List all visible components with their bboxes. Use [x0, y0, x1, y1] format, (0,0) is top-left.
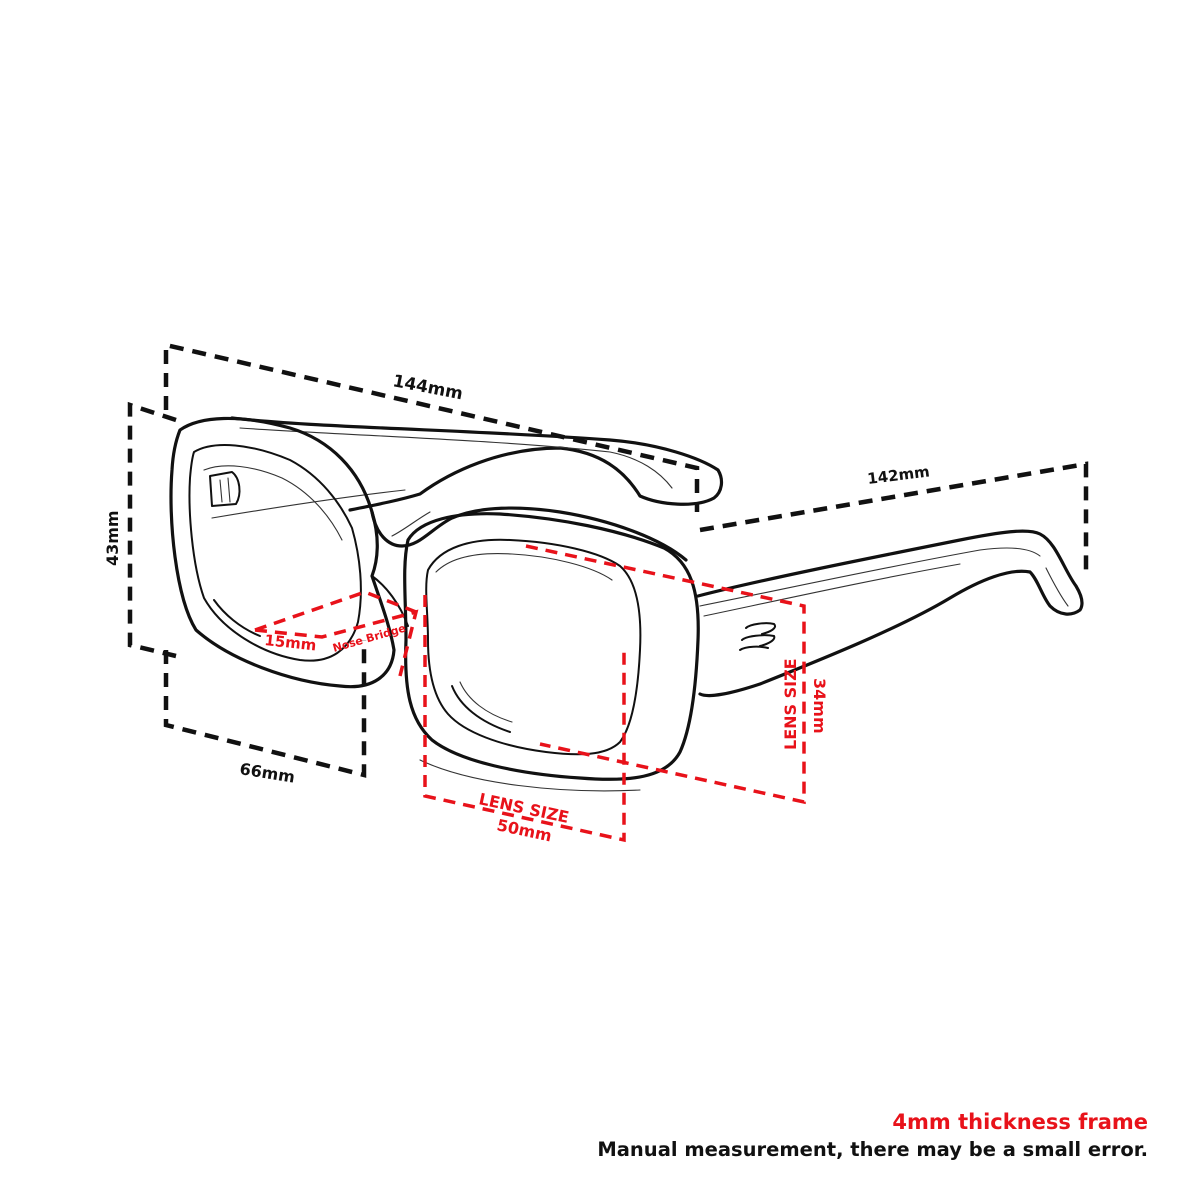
frame-side-label: 66mm: [238, 759, 296, 786]
nose-bridge-value: 15mm: [264, 631, 318, 654]
temple-length-label: 142mm: [866, 462, 930, 487]
left-rim-outer: [169, 416, 396, 689]
thickness-note: 4mm thickness frame: [892, 1110, 1148, 1134]
glasses-illustration: [169, 416, 1084, 792]
lens-width-dimension: [423, 595, 626, 843]
temple-length-dimension: [699, 461, 1089, 578]
left-hinge: [209, 471, 241, 507]
dimension-lines-black: [127, 342, 1089, 778]
frame-height-label: 43mm: [103, 510, 122, 566]
measurement-disclaimer: Manual measurement, there may be a small…: [597, 1138, 1148, 1161]
lens-height-title: LENS SIZE: [781, 658, 800, 750]
total-width-dimension: [163, 342, 700, 512]
left-rim-inner: [188, 444, 362, 662]
right-rim-outer: [403, 512, 700, 781]
frame-height-dimension: [127, 401, 177, 659]
far-temple-inner: [239, 427, 673, 489]
nose-bridge-shape: [370, 506, 688, 562]
brand-logo-icon: [739, 622, 776, 651]
right-rim-inner: [425, 538, 642, 756]
far-temple: [230, 416, 724, 512]
frame-side-dimension: [163, 640, 367, 778]
near-temple-edge: [699, 547, 1041, 607]
near-temple: [696, 529, 1084, 698]
lens-height-value: 34mm: [810, 678, 829, 734]
dimension-lines-red: [254, 544, 806, 843]
nose-bridge-label: Nose Bridge: [331, 622, 407, 655]
lens-height-dimension: [525, 544, 806, 805]
